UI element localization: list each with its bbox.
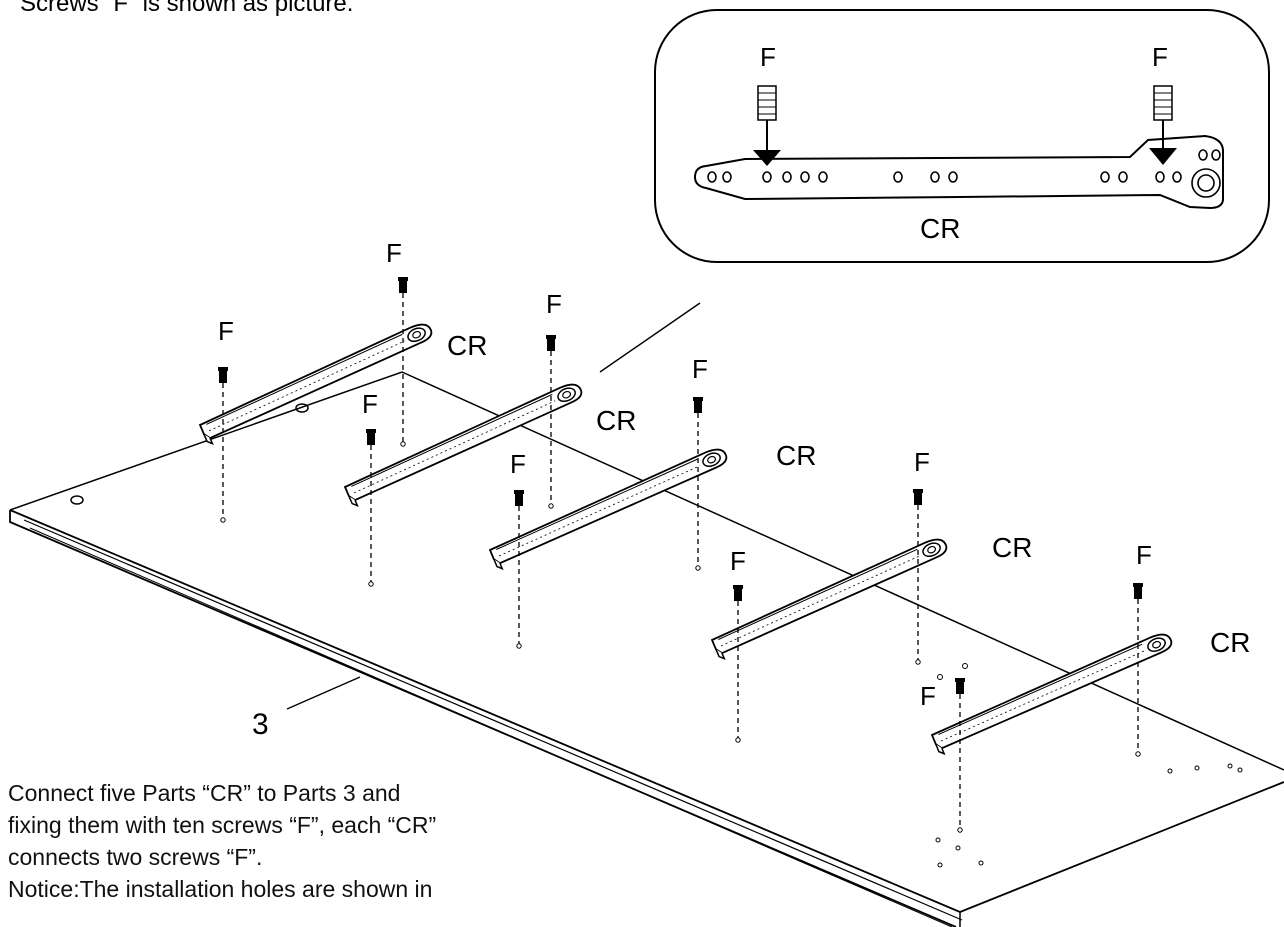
inset-screw-right xyxy=(1149,85,1177,165)
instruction-line-2: fixing them with ten screws “F”, each “C… xyxy=(8,812,437,838)
rail-cr-5: F F CR xyxy=(920,540,1250,833)
screw-f-2b: F xyxy=(546,289,562,509)
inset-screw-label-left: F xyxy=(760,42,776,72)
instruction-line-4: Notice:The installation holes are shown … xyxy=(8,876,433,902)
rails-layer: F F CR F F CR F F CR F F CR F F CR xyxy=(198,238,1250,833)
screw-label: F xyxy=(914,447,930,477)
inset-part-label: CR xyxy=(920,213,960,244)
screw-label: F xyxy=(386,238,402,268)
inset-rail-cr xyxy=(693,134,1224,210)
screw-label: F xyxy=(510,449,526,479)
rail-part-label: CR xyxy=(1210,627,1250,658)
rail-cr-2: F F CR xyxy=(343,289,636,587)
rail-cr-4: F F CR xyxy=(710,447,1032,743)
rail-part-label: CR xyxy=(596,405,636,436)
screw-label: F xyxy=(730,546,746,576)
screw-f-1a: F xyxy=(218,316,234,523)
instruction-line-1: Connect five Parts “CR” to Parts 3 and xyxy=(8,780,401,806)
screw-f-1b: F xyxy=(386,238,408,447)
inset-rail-holes xyxy=(707,149,1221,198)
inset-screw-left xyxy=(753,85,781,166)
rail-part-label: CR xyxy=(447,330,487,361)
screw-f-4a: F xyxy=(730,546,746,743)
panel-3-label: 3 xyxy=(252,708,269,741)
screw-label: F xyxy=(920,681,936,711)
screw-label: F xyxy=(218,316,234,346)
rail-cr-1: F F CR xyxy=(198,238,487,523)
top-note: Screws “F” is shown as picture. xyxy=(20,0,353,17)
rail-part-label: CR xyxy=(992,532,1032,563)
screw-f-4b: F xyxy=(913,447,930,665)
screw-f-5a: F xyxy=(920,678,965,833)
screw-label: F xyxy=(362,389,378,419)
panel-3 xyxy=(9,371,1284,927)
screw-f-3a: F xyxy=(510,449,526,649)
screw-label: F xyxy=(1136,540,1152,570)
screw-f-5b: F xyxy=(1133,540,1152,757)
inset-detail: F F CR xyxy=(654,9,1270,263)
rail-part-label: CR xyxy=(776,440,816,471)
panel-leader-line xyxy=(286,676,361,710)
screw-f-2a: F xyxy=(362,389,378,587)
screw-f-3b: F xyxy=(692,354,708,571)
inset-screw-label-right: F xyxy=(1152,42,1168,72)
instruction-line-3: connects two screws “F”. xyxy=(8,844,263,870)
screw-label: F xyxy=(692,354,708,384)
screw-label: F xyxy=(546,289,562,319)
inset-leader-line xyxy=(599,302,701,373)
rail-cr-3: F F CR xyxy=(488,354,816,649)
